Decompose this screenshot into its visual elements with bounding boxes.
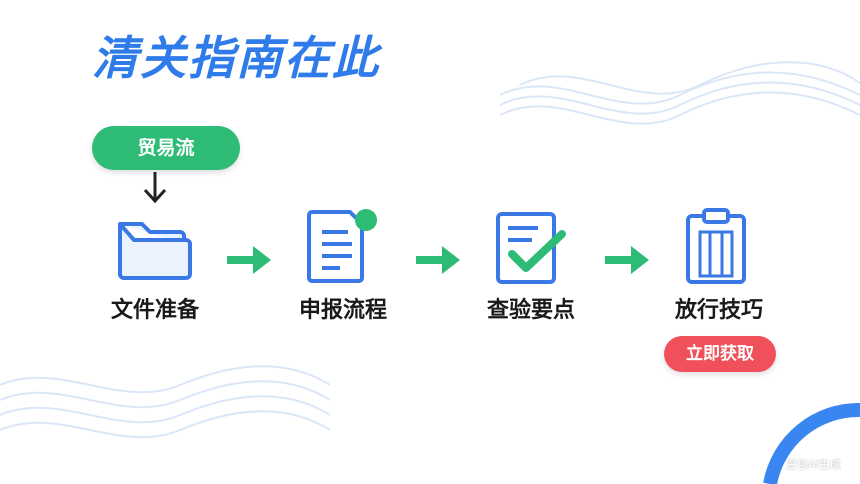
decorative-wave-bottom-left [0, 365, 330, 439]
arrow-right-icon [605, 246, 649, 274]
clipboard-icon [686, 208, 746, 284]
down-arrow-icon [143, 172, 167, 204]
page-title: 清关指南在此 [92, 31, 380, 85]
checklist-icon [496, 212, 566, 284]
document-icon [307, 209, 377, 283]
decorative-corner-arc [763, 402, 860, 484]
decorative-wave-top-right [500, 61, 860, 125]
watermark-text: 豆包AI生成 [786, 458, 841, 471]
arrow-right-icon [227, 246, 271, 274]
get-now-button[interactable]: 立即获取 [664, 336, 776, 372]
folder-icon [118, 222, 192, 280]
step-label-inspection: 查验要点 [486, 298, 575, 323]
step-label-declaration: 申报流程 [298, 298, 387, 323]
step-label-release: 放行技巧 [674, 298, 763, 323]
trade-flow-badge: 贸易流 [92, 126, 240, 170]
step-label-file-prep: 文件准备 [110, 298, 199, 323]
arrow-right-icon [416, 246, 460, 274]
